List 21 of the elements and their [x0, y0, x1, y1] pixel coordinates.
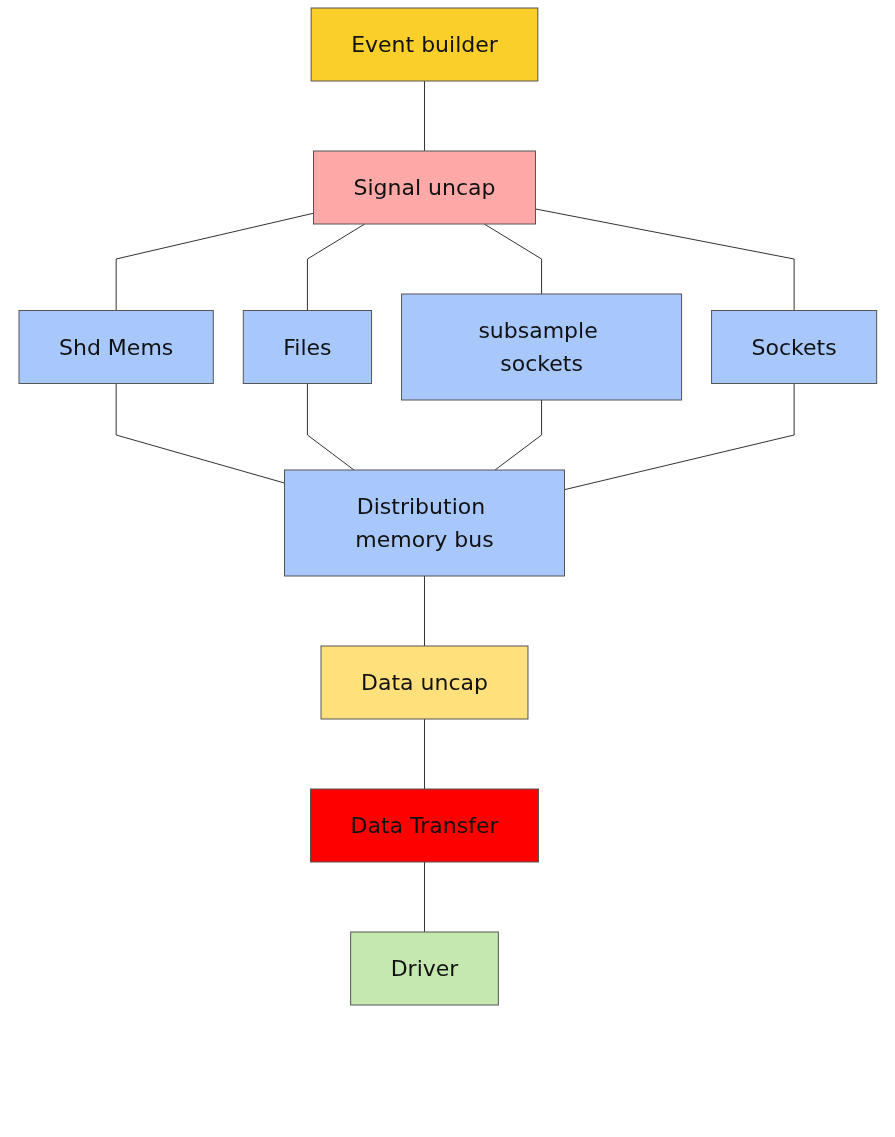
- connector: [534, 208, 795, 311]
- node-box: Distribution memory bus: [283, 469, 565, 577]
- connector: [423, 80, 425, 152]
- node-box: Sockets: [710, 310, 877, 384]
- node-box: subsample sockets: [400, 293, 682, 401]
- connector: [423, 861, 425, 933]
- connector: [563, 383, 795, 491]
- node-box: Files: [242, 310, 372, 384]
- connector: [115, 212, 314, 311]
- connector: [423, 575, 425, 647]
- node-box: Signal uncap: [312, 150, 536, 225]
- node-box: Shd Mems: [18, 310, 214, 384]
- node-box: Data uncap: [320, 645, 529, 720]
- connector: [306, 223, 365, 311]
- node-box: Driver: [349, 931, 499, 1006]
- connector: [494, 399, 542, 471]
- connector: [115, 383, 285, 484]
- connector: [306, 383, 355, 471]
- connector: [423, 718, 425, 790]
- node-box: Data Transfer: [309, 788, 539, 863]
- node-box: Event builder: [310, 7, 538, 82]
